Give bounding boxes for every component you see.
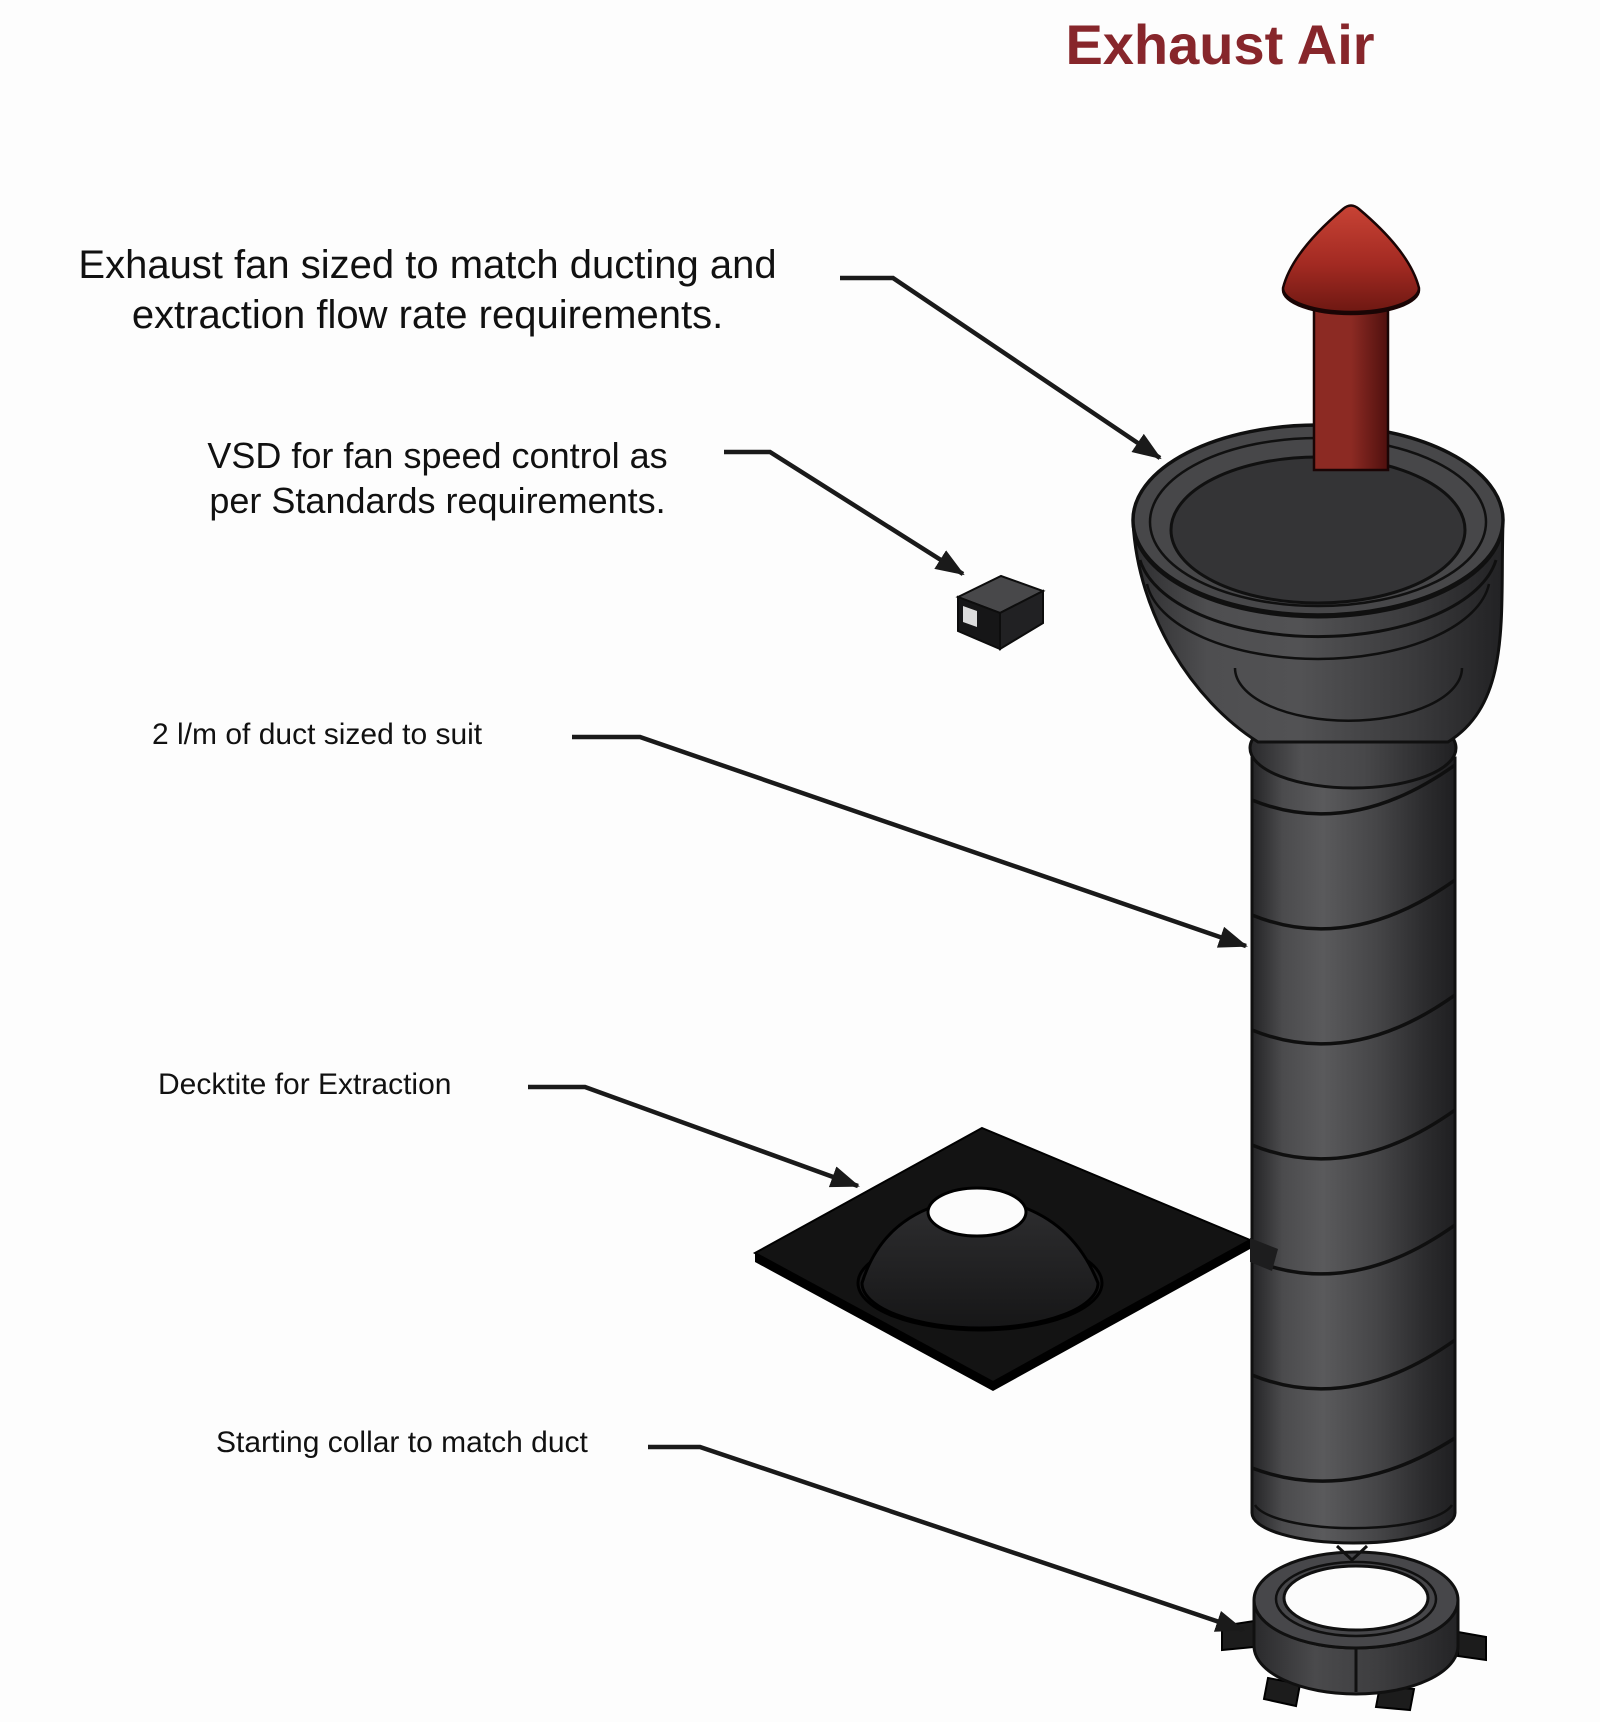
fan-housing [1131, 423, 1505, 790]
decktite-corner-nub [1250, 1238, 1278, 1271]
duct-seam [1251, 1223, 1457, 1276]
leader-lines [528, 275, 1248, 1633]
duct-spiral-seams [1251, 763, 1457, 1483]
vsd-terminal [963, 606, 977, 627]
label-exhaust-fan: Exhaust fan sized to match ducting and e… [20, 240, 835, 340]
housing-band-line [1233, 667, 1464, 722]
label-collar: Starting collar to match duct [216, 1426, 588, 1459]
spiral-duct [1250, 756, 1457, 1545]
duct-seam [1251, 1436, 1456, 1483]
cowl-cap-cone [1281, 204, 1421, 314]
leader-vsd [724, 449, 965, 576]
leader-duct [572, 734, 1248, 949]
collar-inner-rim [1274, 1560, 1438, 1638]
duct-seam [1251, 993, 1457, 1046]
starting-collar [1221, 1544, 1487, 1712]
leader-decktite [528, 1084, 860, 1189]
exhaust-cowl [1281, 204, 1421, 472]
label-vsd-line1: VSD for fan speed control as [207, 435, 668, 476]
label-duct: 2 l/m of duct sized to suit [152, 718, 483, 751]
duct-seam [1251, 763, 1457, 816]
page-title: Exhaust Air [1065, 13, 1375, 76]
leader-exhaust-fan [840, 275, 1162, 460]
label-decktite: Decktite for Extraction [158, 1068, 452, 1101]
label-exhaust-fan-line1: Exhaust fan sized to match ducting and [78, 243, 777, 287]
vsd-box [955, 574, 1046, 651]
collar-tab-right [1457, 1630, 1487, 1662]
housing-top-surface [1169, 455, 1467, 605]
label-vsd: VSD for fan speed control as per Standar… [165, 433, 710, 523]
duct-seam [1251, 1108, 1457, 1161]
duct-body [1250, 756, 1457, 1545]
collar-inner-hole [1282, 1564, 1430, 1632]
duct-bottom-rim [1253, 1504, 1454, 1530]
cowl-stem [1312, 296, 1390, 472]
vsd-right-face [999, 589, 1044, 651]
label-exhaust-fan-line2: extraction flow rate requirements. [131, 293, 724, 337]
duct-seam [1251, 1338, 1457, 1391]
label-vsd-line2: per Standards requirements. [209, 480, 666, 521]
housing-band-line [1145, 583, 1491, 661]
decktite-plate-edge [755, 1240, 1250, 1391]
decktite [752, 1126, 1278, 1391]
leader-collar [648, 1444, 1245, 1633]
housing-band-line [1138, 559, 1498, 639]
decktite-hole [926, 1186, 1028, 1238]
alignment-mark [1335, 1544, 1369, 1563]
duct-seam [1251, 878, 1457, 931]
